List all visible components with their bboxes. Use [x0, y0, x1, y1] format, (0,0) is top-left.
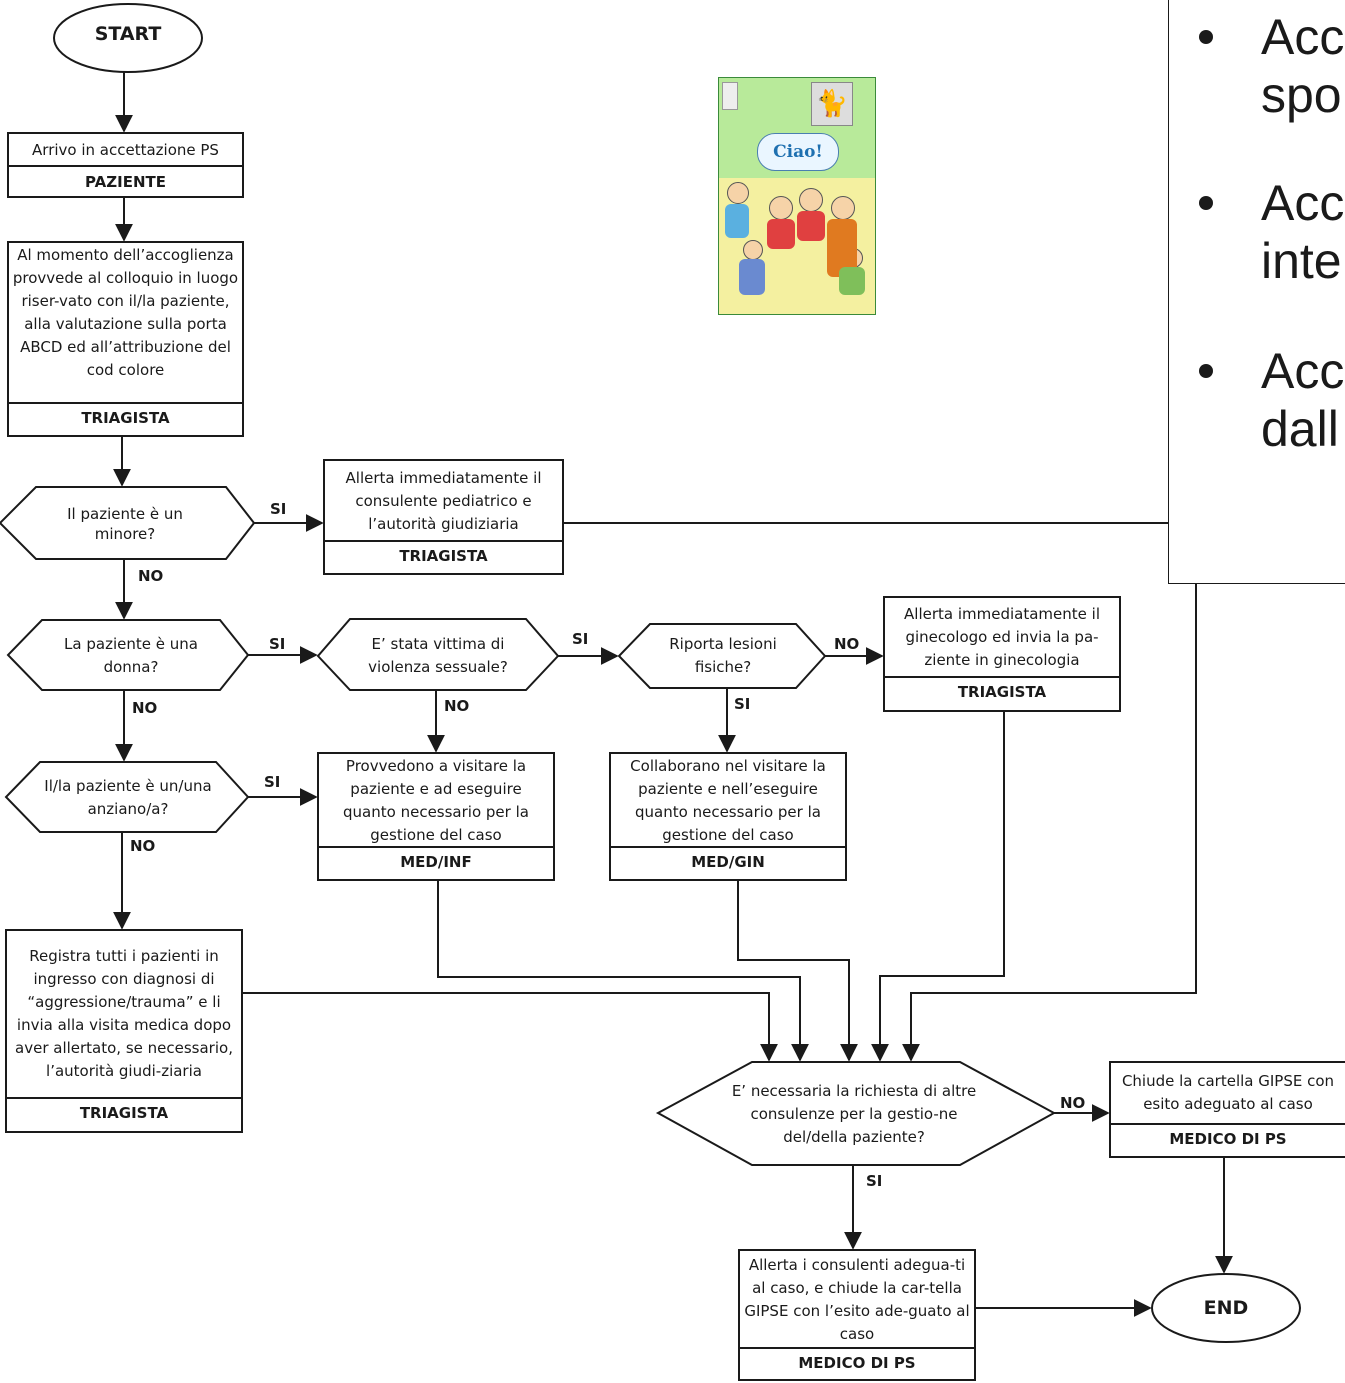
bullet-2-line-2: inte — [1261, 233, 1342, 289]
decision-anziano-shape — [4, 761, 250, 833]
edge-label-minore-no: NO — [138, 567, 164, 585]
speech-bubble-text: Ciao! — [773, 142, 823, 162]
box-allerta-pediatrico-role: TRIAGISTA — [399, 547, 488, 565]
bullet-dot — [1199, 30, 1213, 44]
start-terminal-shape — [53, 3, 203, 73]
start-label: START — [94, 23, 162, 45]
edge-label-minore-si: SI — [270, 500, 287, 518]
bullet-1-line-2: spo — [1261, 67, 1342, 123]
box-allerta-ginecologo-shape — [883, 596, 1121, 712]
teacher-figure — [831, 196, 855, 220]
box-allerta-consulenti-role: MEDICO DI PS — [798, 1354, 916, 1372]
child-figure — [799, 188, 823, 212]
edge-label-donna-no: NO — [132, 699, 158, 717]
box-arrivo-role: PAZIENTE — [85, 172, 166, 191]
cat-image: 🐈 — [811, 82, 853, 126]
edge-label-violenza-si: SI — [572, 630, 589, 648]
decision-consulenze-shape — [655, 1061, 1057, 1166]
box-visita-med-inf-text: Provvedono a visitare la paziente e ad e… — [343, 757, 529, 844]
edge-label-lesioni-no: NO — [834, 635, 860, 653]
box-registra-shape — [5, 929, 243, 1133]
box-registra-role: TRIAGISTA — [79, 1104, 169, 1122]
box-chiude-cartella-shape — [1109, 1061, 1345, 1158]
bullet-1-line-1: Acc — [1261, 9, 1345, 65]
box-arrivo-shape — [7, 132, 244, 198]
decision-consulenze-text: E’ necessaria la richiesta di altre cons… — [731, 1081, 977, 1146]
box-allerta-consulenti-shape — [738, 1249, 976, 1381]
edge-label-violenza-no: NO — [444, 697, 470, 715]
bullet-2-line-1: Acc — [1261, 175, 1345, 231]
box-visita-med-inf-role: MED/INF — [400, 853, 472, 871]
edge-label-consulenze-si: SI — [866, 1172, 883, 1190]
side-text-panel: Acc spo Acc inte Acc dall — [1168, 0, 1345, 584]
decision-donna-text: La paziente è una donna? — [64, 635, 198, 676]
edge-label-donna-si: SI — [269, 635, 286, 653]
edge-label-anziano-si: SI — [264, 773, 281, 791]
box-allerta-ginecologo-role: TRIAGISTA — [957, 683, 1047, 701]
speech-bubble: Ciao! — [757, 133, 839, 171]
decision-violenza-shape — [316, 618, 560, 691]
child-figure — [727, 182, 749, 204]
box-chiude-cartella-text: Chiude la cartella GIPSE con esito adegu… — [1121, 1072, 1335, 1113]
decision-minore-shape — [0, 486, 256, 560]
bullet-3-line-1: Acc — [1261, 343, 1345, 399]
bullet-3-line-2: dall — [1261, 401, 1339, 457]
box-visita-med-inf-shape — [317, 752, 555, 881]
end-terminal-shape — [1151, 1273, 1301, 1343]
box-registra-text: Registra tutti i pazienti in ingresso co… — [15, 947, 233, 1080]
decision-violenza-text: E’ stata vittima di violenza sessuale? — [368, 635, 508, 676]
box-accoglienza-role: TRIAGISTA — [81, 409, 170, 427]
box-visita-med-gin-text: Collaborano nel visitare la paziente e n… — [630, 757, 826, 844]
child-figure — [743, 240, 763, 260]
box-allerta-ginecologo-text: Allerta immediatamente il ginecologo ed … — [904, 604, 1100, 669]
box-allerta-pediatrico-shape — [323, 459, 564, 575]
decision-lesioni-text: Riporta lesioni fisiche? — [669, 635, 777, 676]
decision-anziano-text: Il/la paziente è un/una anziano/a? — [44, 777, 212, 818]
child-figure — [769, 196, 793, 220]
box-allerta-pediatrico-text: Allerta immediatamente il consulente ped… — [345, 468, 542, 533]
decision-lesioni-shape — [617, 623, 827, 689]
end-label: END — [1203, 1297, 1249, 1319]
box-chiude-cartella-role: MEDICO DI PS — [1169, 1130, 1287, 1148]
box-allerta-consulenti-text: Allerta i consulenti adegua-ti al caso, … — [744, 1256, 970, 1343]
decision-minore-text: Il paziente è un minore? — [67, 505, 183, 543]
box-visita-med-gin-role: MED/GIN — [691, 853, 765, 871]
edge-label-consulenze-no: NO — [1060, 1094, 1086, 1112]
decision-donna-shape — [6, 619, 250, 691]
small-figure-image — [722, 82, 738, 110]
box-visita-med-gin-shape — [609, 752, 847, 881]
booklet-illustration: 🐈 Ciao! — [718, 77, 876, 315]
bullet-dot — [1199, 364, 1213, 378]
box-accoglienza-text: Al momento dell’accoglienza provvede al … — [12, 246, 239, 379]
box-accoglienza-shape — [7, 241, 244, 437]
edge-label-lesioni-si: SI — [734, 695, 751, 713]
box-arrivo-text: Arrivo in accettazione PS — [32, 141, 219, 159]
bullet-dot — [1199, 196, 1213, 210]
edge-label-anziano-no: NO — [130, 837, 156, 855]
